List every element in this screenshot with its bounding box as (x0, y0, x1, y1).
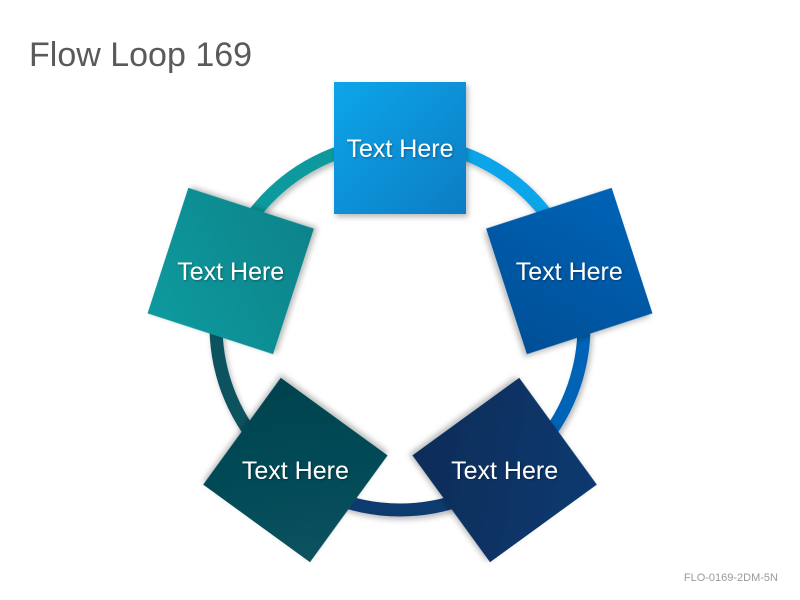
flow-step-box: Text Here (412, 377, 597, 563)
flow-step-box: Text Here (334, 82, 466, 214)
loop-arrow (291, 474, 453, 517)
flow-step-label: Text Here (347, 135, 454, 163)
flow-step-box: Text Here (486, 187, 653, 355)
slide-code: FLO-0169-2DM-5N (683, 572, 778, 584)
flow-step-square (412, 377, 597, 563)
flow-step-label: Text Here (516, 258, 623, 286)
flow-step-square (486, 187, 653, 355)
flow-step-square (203, 377, 388, 563)
flow-step-box: Text Here (203, 377, 388, 563)
flow-step-square (334, 82, 466, 214)
page-title: Flow Loop 169 (29, 36, 253, 74)
flow-step-label: Text Here (451, 457, 558, 485)
flow-step-label: Text Here (177, 258, 284, 286)
flow-step-label: Text Here (242, 457, 349, 485)
flow-step-box: Text Here (147, 187, 314, 355)
flow-step-square (147, 187, 314, 355)
